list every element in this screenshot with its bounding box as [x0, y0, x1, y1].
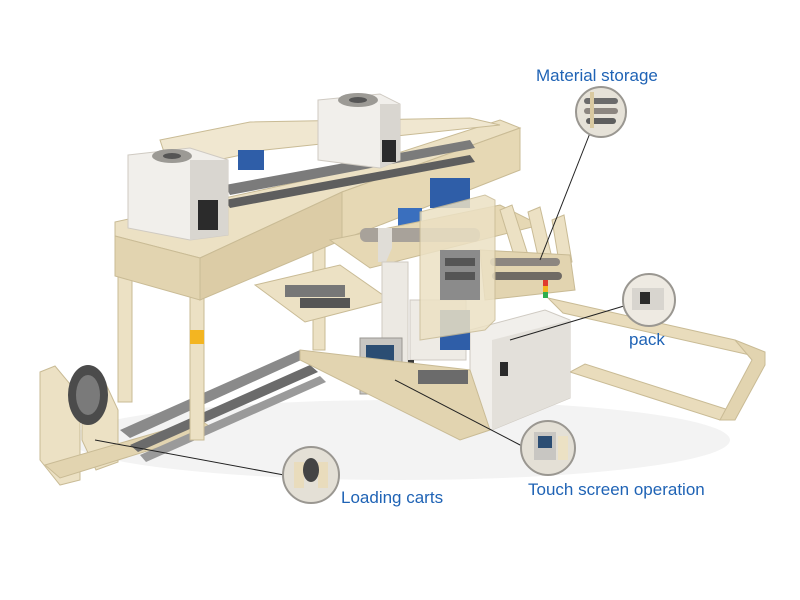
callout-pack: pack [629, 330, 665, 349]
rail-track [120, 350, 326, 462]
right-spindle-housing [317, 93, 401, 169]
pack-frame [419, 194, 496, 341]
pack-cabinet [469, 309, 571, 431]
left-spindle-housing [127, 147, 229, 241]
top-rails [159, 117, 501, 208]
callout-loading-carts: Loading carts [341, 488, 444, 507]
thumbnail-pack [622, 273, 676, 327]
base-beam [299, 349, 491, 441]
thumbnail-loading-carts [282, 446, 340, 504]
leader-lines [94, 127, 635, 476]
thumbnail-touch-screen [520, 420, 576, 476]
leader-loading-carts [94, 439, 285, 476]
callout-material-storage: Material storage [536, 66, 658, 85]
leader-material-storage [539, 127, 593, 261]
leader-touch-screen [394, 379, 523, 447]
thumbnail-material-storage [575, 86, 627, 138]
leader-pack [509, 302, 635, 341]
callout-touch-screen-operation: Touch screen operation [528, 480, 705, 499]
material-storage-rack [479, 204, 576, 301]
signal-tower [543, 280, 548, 298]
